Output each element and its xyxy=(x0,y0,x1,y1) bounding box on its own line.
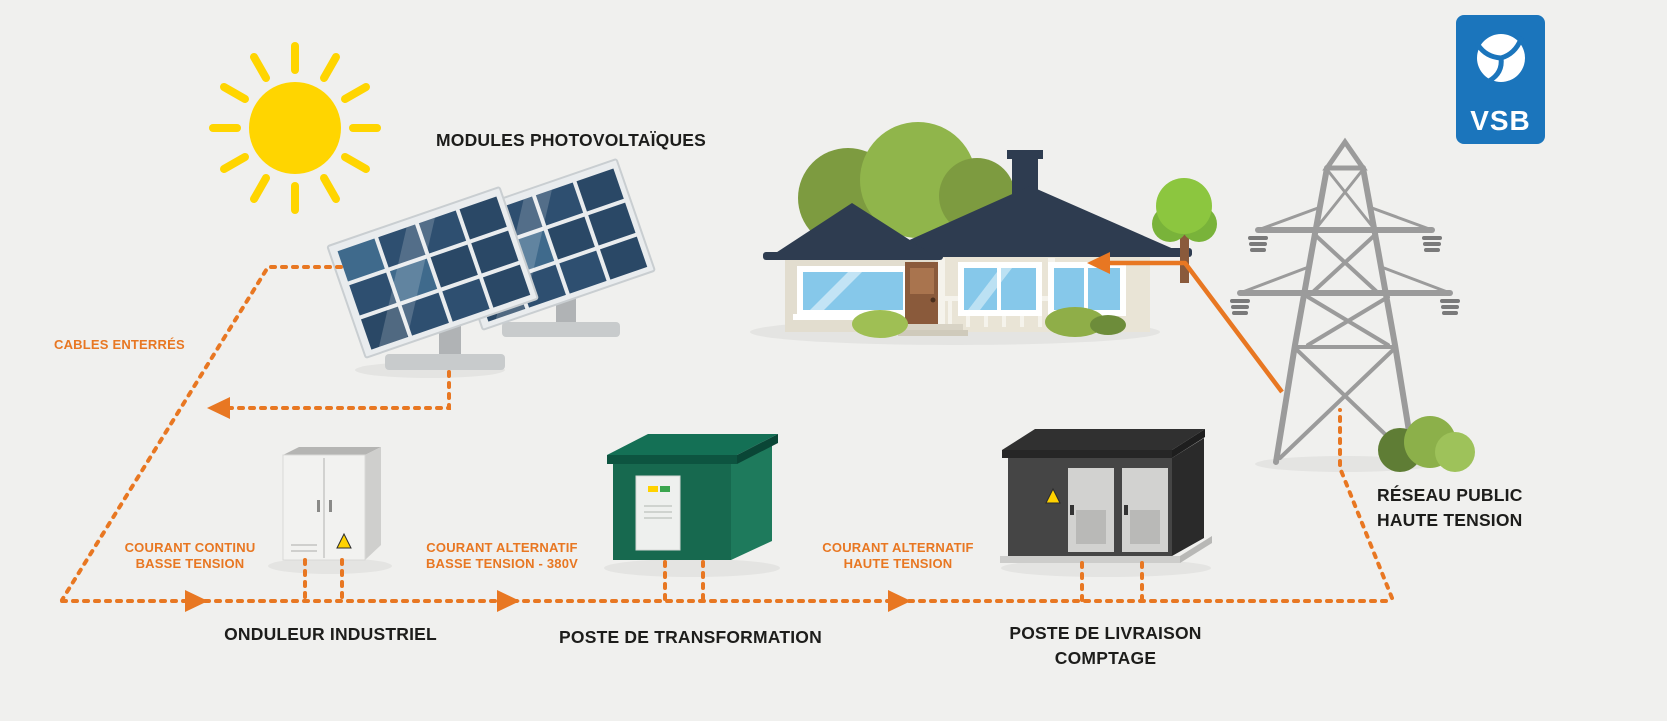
reseau-line2: HAUTE TENSION xyxy=(1377,510,1523,530)
ac-bt-flow-label: COURANT ALTERNATIF BASSE TENSION - 380V xyxy=(412,540,592,572)
reseau-line1: RÉSEAU PUBLIC xyxy=(1377,485,1523,505)
dc-flow-label: COURANT CONTINU BASSE TENSION xyxy=(105,540,275,572)
small-tree-icon xyxy=(1152,178,1217,283)
cable-route-solid-line xyxy=(1102,260,1284,394)
pylon-bushes xyxy=(1378,416,1475,472)
solar-panel-front xyxy=(326,186,539,359)
onduleur-label: ONDULEUR INDUSTRIEL xyxy=(224,624,437,644)
inverter-cabinet-illustration xyxy=(282,447,381,561)
livraison-label: POSTE DE LIVRAISON COMPTAGE xyxy=(998,621,1213,671)
ac-bt-flow-line1: COURANT ALTERNATIF xyxy=(426,540,578,555)
pylon-insulators xyxy=(1230,236,1460,315)
cable-route-dotted-lines xyxy=(60,265,1394,603)
delivery-station-illustration xyxy=(1000,429,1212,563)
ac-ht-flow-line1: COURANT ALTERNATIF xyxy=(822,540,974,555)
sun-icon xyxy=(209,42,381,214)
ac-bt-flow-line2: BASSE TENSION - 380V xyxy=(425,556,579,571)
modules-label: MODULES PHOTOVOLTAÏQUES xyxy=(436,130,707,150)
arrow-left-house xyxy=(1087,252,1110,274)
electricity-pylon-icon xyxy=(1230,137,1460,465)
transformation-label: POSTE DE TRANSFORMATION xyxy=(559,627,822,647)
dc-flow-line2: BASSE TENSION xyxy=(135,556,245,571)
livraison-line1: POSTE DE LIVRAISON xyxy=(1009,623,1202,643)
ac-ht-flow-label: COURANT ALTERNATIF HAUTE TENSION xyxy=(808,540,988,572)
transformer-building-illustration xyxy=(607,434,778,560)
dc-flow-line1: COURANT CONTINU xyxy=(124,540,256,555)
arrow-left-cables xyxy=(207,397,230,419)
ac-ht-flow-line2: HAUTE TENSION xyxy=(843,556,953,571)
arrow-right-2 xyxy=(497,590,520,612)
reseau-label: RÉSEAU PUBLIC HAUTE TENSION xyxy=(1377,483,1523,533)
livraison-line2: COMPTAGE xyxy=(1054,648,1157,668)
vsb-logo: VSB xyxy=(1456,15,1545,144)
cables-enterres-label: CABLES ENTERRÉS xyxy=(54,337,185,352)
vsb-shell-icon xyxy=(1475,34,1525,84)
arrow-right-1 xyxy=(185,590,208,612)
arrow-right-3 xyxy=(888,590,911,612)
vsb-logo-text: VSB xyxy=(1470,105,1531,136)
flow-arrowheads xyxy=(185,252,1110,612)
